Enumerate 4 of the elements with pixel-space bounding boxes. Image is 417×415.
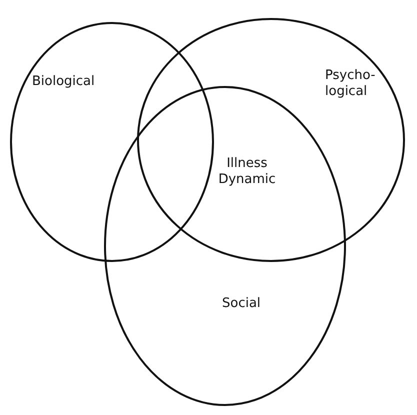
set-label: Social xyxy=(222,296,262,312)
set-label: Biological xyxy=(32,74,96,90)
set-label: Psycho- logical xyxy=(325,68,376,100)
overlap-label: Illness Dynamic xyxy=(217,156,277,188)
